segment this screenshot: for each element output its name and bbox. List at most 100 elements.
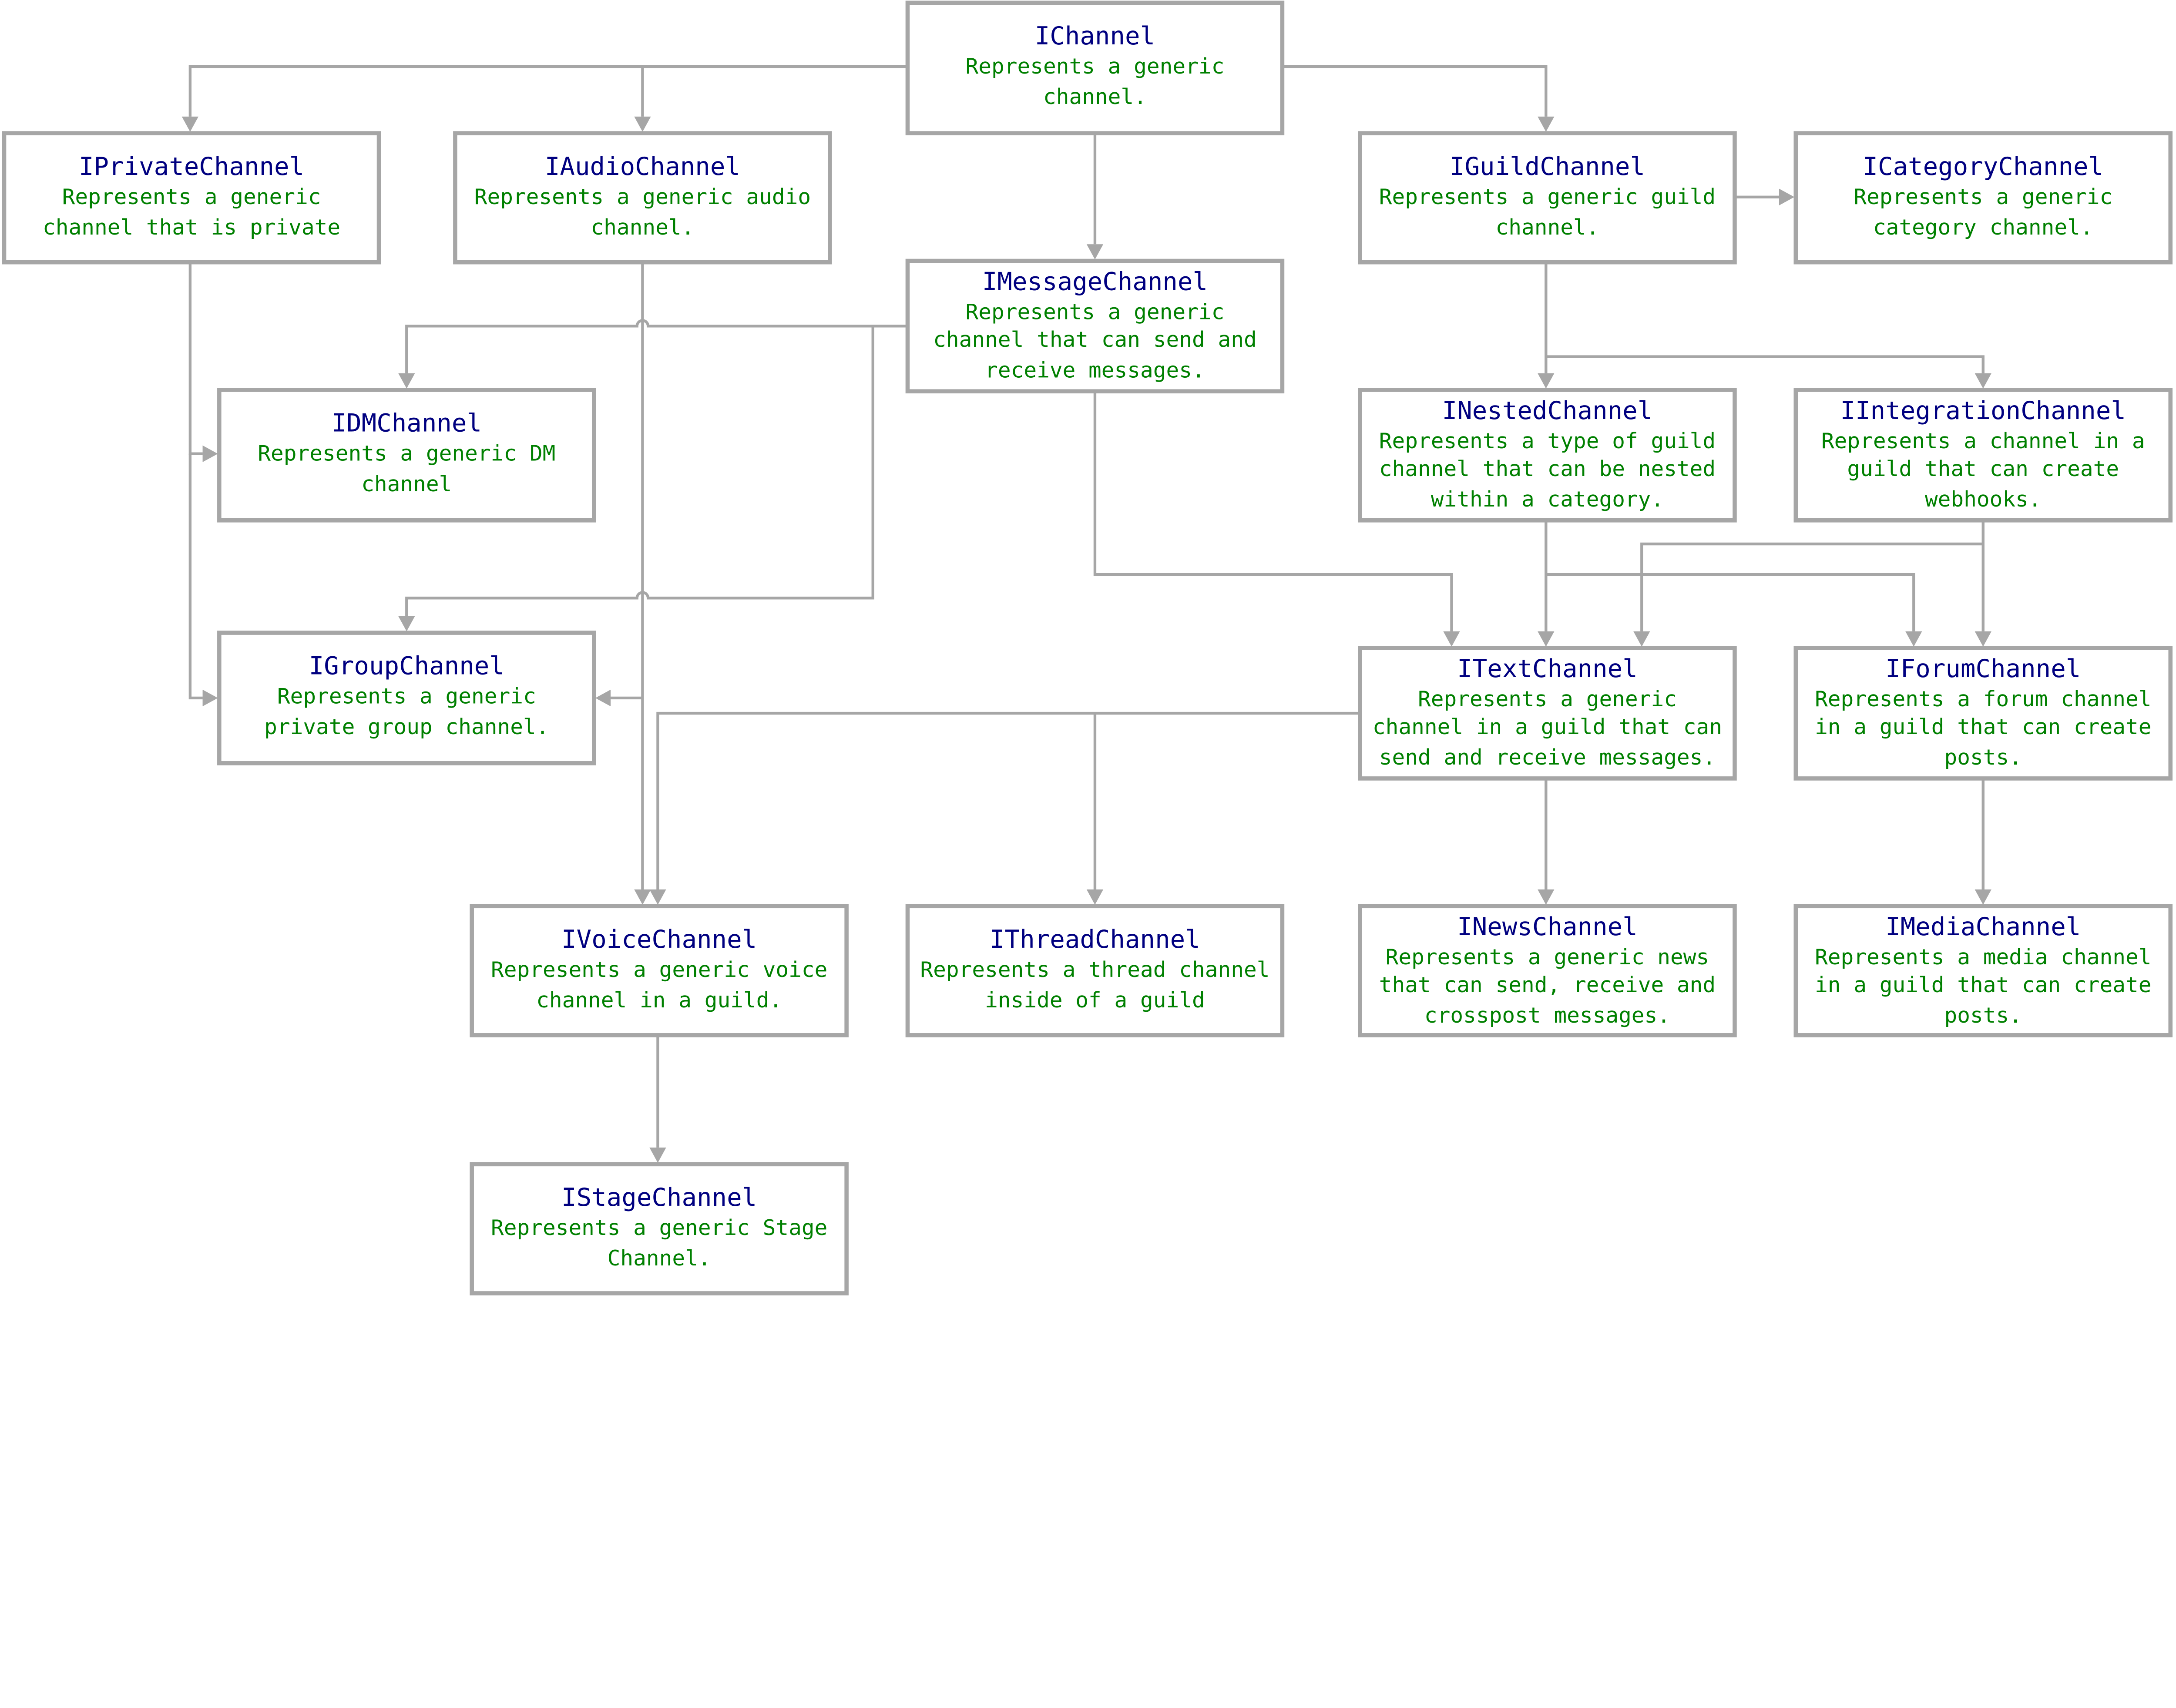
arrowhead-icon xyxy=(1538,889,1555,905)
node-description-line: channel. xyxy=(1496,215,1599,240)
edge-ITextChannel-to-IThreadChannel xyxy=(1086,713,1104,905)
node-title: INewsChannel xyxy=(1457,912,1638,941)
node-description-line: private group channel. xyxy=(264,714,549,739)
arrowhead-icon xyxy=(1905,631,1922,647)
node-description-line: Represents a generic guild xyxy=(1379,184,1716,209)
node-title: IGroupChannel xyxy=(309,651,504,681)
node-description-line: channel that can send and xyxy=(933,327,1257,352)
node-description-line: channel that can be nested xyxy=(1379,456,1716,481)
node-description-line: send and receive messages. xyxy=(1379,745,1716,770)
arrowhead-icon xyxy=(1086,889,1104,905)
edge-line xyxy=(1546,355,1985,373)
edge-IIntegrationChannel-to-ITextChannel xyxy=(1633,542,1983,647)
node-description-line: guild that can create xyxy=(1847,456,2119,481)
arrowhead-icon xyxy=(649,889,666,905)
edge-line xyxy=(1282,65,1548,117)
node-description-line: in a guild that can create xyxy=(1815,714,2151,739)
edge-line xyxy=(1640,542,1983,631)
arrowhead-icon xyxy=(634,116,651,132)
node-description-line: Represents a generic xyxy=(965,54,1224,79)
edge-line xyxy=(188,65,908,117)
arrowhead-icon xyxy=(649,1148,666,1163)
node-box xyxy=(1358,131,1737,265)
edge-line xyxy=(405,325,908,616)
edge-IPrivateChannel-to-IGroupChannel xyxy=(188,453,218,707)
edges-layer xyxy=(181,65,1991,1163)
arrowhead-icon xyxy=(1975,889,1991,905)
node-description-line: Represents a type of guild xyxy=(1379,428,1716,453)
arrowhead-icon xyxy=(1633,631,1650,647)
node-description-line: Represents a generic voice xyxy=(491,957,827,982)
node-description-line: receive messages. xyxy=(985,357,1205,383)
arrowhead-icon xyxy=(1538,373,1555,389)
edge-IGuildChannel-to-INestedChannel xyxy=(1538,262,1555,389)
node-description-line: crosspost messages. xyxy=(1424,1003,1670,1028)
node-description-line: in a guild that can create xyxy=(1815,972,2151,997)
node-description-line: Represents a media channel xyxy=(1815,944,2151,970)
node-box xyxy=(217,631,596,765)
edge-line xyxy=(188,262,203,455)
edge-IChannel-to-IGuildChannel xyxy=(1282,65,1555,132)
node-box xyxy=(1358,388,1737,523)
node-box xyxy=(1358,904,1737,1037)
node-description-line: Represents a channel in a xyxy=(1821,428,2145,453)
node-description-line: channel. xyxy=(591,215,694,240)
arrowhead-icon xyxy=(634,889,651,905)
node-description-line: category channel. xyxy=(1873,215,2093,240)
edge-IMessageChannel-to-IGroupChannel xyxy=(398,325,908,631)
node-description-line: channel that is private xyxy=(43,215,340,240)
node-box xyxy=(453,131,832,265)
edge-IChannel-to-IMessageChannel xyxy=(1086,133,1104,260)
arrowhead-icon xyxy=(398,373,415,389)
node-box xyxy=(2,131,381,265)
edge-IGuildChannel-to-IIntegrationChannel xyxy=(1546,355,1991,389)
arrowhead-icon xyxy=(1538,116,1555,132)
edge-IMessageChannel-to-ITextChannel xyxy=(1093,391,1460,647)
node-box xyxy=(905,904,1285,1037)
node-title: IMediaChannel xyxy=(1885,912,2081,941)
node-description-line: Represents a generic xyxy=(277,684,536,709)
node-box xyxy=(905,258,1285,394)
node-description-line: inside of a guild xyxy=(985,987,1205,1013)
node-description-line: posts. xyxy=(1944,745,2022,770)
node-description-line: Represents a thread channel xyxy=(920,957,1269,982)
arrowhead-icon xyxy=(398,616,415,631)
node-title: IPrivateChannel xyxy=(79,152,304,181)
node-description-line: Represents a generic xyxy=(62,184,321,209)
node-box xyxy=(470,1162,849,1295)
node-description-line: Represents a generic Stage xyxy=(491,1215,827,1240)
edge-line xyxy=(656,711,1360,890)
node-title: ITextChannel xyxy=(1457,654,1638,683)
arrowhead-icon xyxy=(181,116,198,132)
node-box xyxy=(905,0,1285,135)
edge-line xyxy=(188,453,203,700)
node-box xyxy=(1793,388,2173,523)
node-title: IVoiceChannel xyxy=(561,925,757,954)
edge-line xyxy=(1093,391,1453,631)
node-description-line: channel in a guild that can xyxy=(1373,714,1722,739)
node-title: IGuildChannel xyxy=(1450,152,1645,181)
node-title: IDMChannel xyxy=(332,409,482,438)
arrowhead-icon xyxy=(595,689,611,707)
node-title: INestedChannel xyxy=(1442,396,1653,425)
node-description-line: channel. xyxy=(1043,84,1147,109)
edge-IChannel-to-IPrivateChannel xyxy=(181,65,908,132)
node-description-line: Represents a generic audio xyxy=(474,184,811,209)
arrowhead-icon xyxy=(1975,373,1991,389)
edge-line xyxy=(405,319,908,373)
arrowhead-icon xyxy=(1779,188,1795,205)
arrowhead-icon xyxy=(202,445,218,462)
node-box xyxy=(470,904,849,1037)
node-description-line: Represents a generic news xyxy=(1386,944,1709,970)
